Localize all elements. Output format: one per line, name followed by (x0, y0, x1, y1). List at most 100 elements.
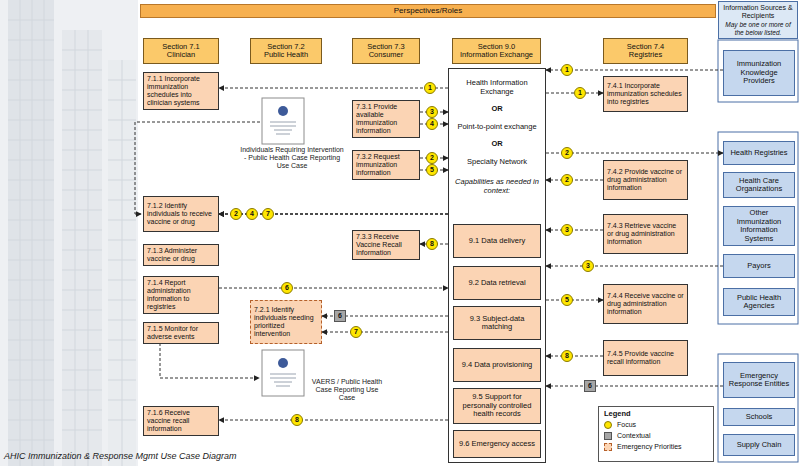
box-text: Emergency Response Entities (727, 372, 791, 389)
connector (546, 356, 603, 357)
box-text: Payors (727, 262, 791, 271)
callout-number: 8 (291, 414, 303, 426)
legend-text: Emergency Priorities (617, 443, 682, 451)
callout-number: 7 (350, 326, 362, 338)
process-box: 7.1.3 Administer vaccine or drug (143, 244, 219, 266)
callout-number: 2 (230, 208, 242, 220)
legend-row: Contextual (604, 432, 708, 440)
process-box: 7.3.2 Request immunization information (352, 150, 420, 180)
process-box: 7.1.6 Receive vaccine recall information (143, 406, 219, 436)
box-text: 9.2 Data retrieval (457, 279, 537, 288)
box-text: Supply Chain (727, 441, 791, 450)
callout-number: 7 (262, 208, 274, 220)
context-square: 6 (584, 380, 596, 392)
connector (546, 386, 723, 387)
leader-line (160, 343, 259, 378)
box-text: Perspectives/Roles (144, 6, 712, 16)
box-text: Section 7.4 Registries (610, 43, 681, 60)
box-text: 7.1.6 Receive vaccine recall information (147, 409, 215, 433)
callout-number: 8 (426, 238, 438, 250)
box-text: Information Sources & Recipients (722, 4, 794, 20)
capability-box: 9.2 Data retrieval (453, 266, 541, 300)
box-text: Health Information Exchange (452, 79, 542, 96)
box-text: 7.1.3 Administer vaccine or drug (147, 247, 215, 263)
box-text: 7.4.4 Receive vaccine or drug administra… (607, 292, 684, 316)
document-page (262, 350, 304, 396)
source-box: Supply Chain (723, 434, 795, 456)
box-text: 7.3.1 Provide available immunization inf… (356, 103, 416, 135)
box-text: Section 7.3 Consumer (359, 43, 413, 60)
box-text: Section 7.2 Public Health (257, 43, 315, 60)
box-text: 7.4.5 Provide vaccine recall information (607, 350, 684, 366)
group-outline (718, 40, 798, 102)
document-page (262, 98, 304, 144)
source-box: Health Registries (723, 141, 795, 165)
process-box: 7.1.5 Monitor for adverse events (143, 322, 219, 344)
callout-number: 4 (426, 118, 438, 130)
box-text: 7.3.3 Receive Vaccine Recall Information (356, 233, 416, 257)
callout-number: 3 (426, 106, 438, 118)
box-text: 7.4.1 Incorporate immunization schedules… (607, 82, 684, 106)
callout-number: 5 (426, 164, 438, 176)
caption-text: VAERS / Public Health Case Reporting Use… (309, 378, 385, 402)
box-text: 7.1.5 Monitor for adverse events (147, 325, 215, 341)
section-header: Section 7.2 Public Health (250, 38, 322, 64)
legend-text: Focus (617, 421, 636, 429)
title-band: Perspectives/Roles (140, 4, 716, 18)
box-text: Section 9.0 Information Exchange (459, 43, 534, 60)
context-square: 6 (334, 310, 346, 322)
document-lines (270, 122, 296, 134)
source-box: Public Health Agencies (723, 288, 795, 316)
section-header: Section 9.0 Information Exchange (452, 38, 541, 64)
section-header: Section 7.1 Clinician (143, 38, 219, 64)
process-box: 7.1.2 Identify individuals to receive va… (143, 196, 219, 232)
source-box: Schools (723, 408, 795, 426)
process-box: 7.1.1 Incorporate immunization schedules… (143, 72, 219, 110)
exchange-container: Health Information ExchangeOR Point-to-po… (448, 68, 546, 463)
process-box: 7.4.1 Incorporate immunization schedules… (603, 76, 688, 112)
callout-number: 2 (561, 147, 573, 159)
box-text: 7.1.4 Report administration information … (147, 279, 215, 311)
header-box: Information Sources & RecipientsMay be o… (718, 1, 798, 39)
capability-box: 9.1 Data delivery (453, 224, 541, 258)
document-icon (262, 350, 304, 396)
process-box: 7.3.1 Provide available immunization inf… (352, 100, 420, 138)
process-box: 7.3.3 Receive Vaccine Recall Information (352, 230, 420, 260)
legend-swatch (604, 432, 612, 440)
box-text: 9.3 Subject-data matching (457, 315, 537, 332)
callout-number: 5 (561, 294, 573, 306)
legend-swatch (604, 421, 612, 429)
box-text: Schools (727, 413, 791, 422)
box-text: 7.1.2 Identify individuals to receive va… (147, 202, 215, 226)
group-outline (718, 354, 798, 462)
connector (546, 180, 603, 181)
box-text: 9.6 Emergency access (457, 440, 537, 449)
callout-number: 3 (582, 260, 594, 272)
callout-number: 8 (561, 350, 573, 362)
box-text: Health Care Organizations (727, 177, 791, 194)
process-box: 7.4.5 Provide vaccine recall information (603, 340, 688, 376)
box-text: 7.2.1 Identify individuals needing prior… (254, 306, 318, 338)
box-text: 7.3.2 Request immunization information (356, 153, 416, 177)
connector (219, 288, 448, 289)
document-lines (270, 374, 296, 386)
capability-box: 9.3 Subject-data matching (453, 306, 541, 340)
box-text: 9.5 Support for personally controlled he… (457, 393, 537, 419)
callout-number: 2 (426, 152, 438, 164)
box-text: Public Health Agencies (727, 294, 791, 311)
legend-row: Focus (604, 421, 708, 429)
building-tower (8, 0, 54, 466)
source-box: Health Care Organizations (723, 172, 795, 198)
box-text: Immunization Knowledge Providers (727, 60, 791, 86)
box-text: Specialty Network (452, 158, 542, 167)
box-text: OR (452, 140, 542, 149)
box-text: Point-to-point exchange (452, 123, 542, 132)
box-text: 7.4.3 Retrieve vaccine or drug administr… (607, 222, 684, 246)
legend-box: LegendFocusContextualEmergency Prioritie… (598, 406, 714, 462)
box-text: 7.4.2 Provide vaccine or drug administra… (607, 168, 684, 192)
box-text: May be one or more of the below listed. (722, 21, 794, 36)
callout-number: 1 (424, 82, 436, 94)
document-emblem (278, 358, 288, 368)
legend-text: Contextual (617, 432, 650, 440)
section-header: Section 7.3 Consumer (352, 38, 420, 64)
